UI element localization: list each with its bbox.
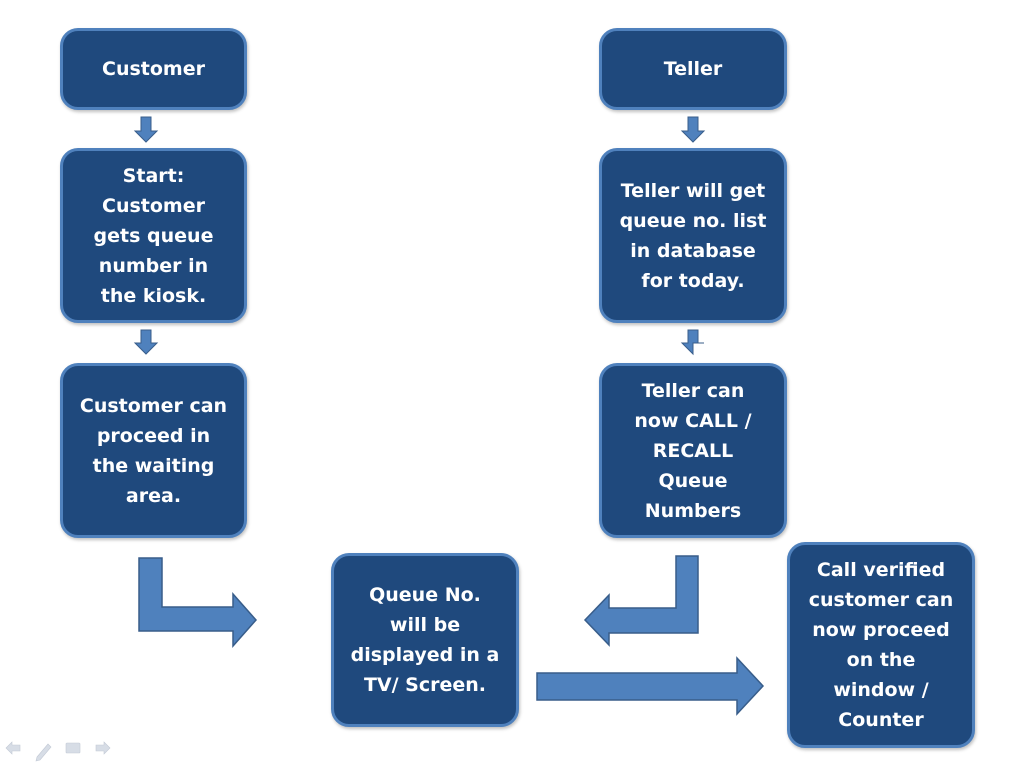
bent-arrow-wait-to-display xyxy=(138,557,258,648)
customer-start-label: Start: Customer gets queue number in the… xyxy=(93,164,214,307)
down-arrow-teller-to-list xyxy=(680,116,706,143)
teller-get-list-label: Teller will get queue no. list in databa… xyxy=(619,179,767,292)
teller-call-box: Teller can now CALL / RECALL Queue Numbe… xyxy=(599,363,787,538)
queue-display-label: Queue No. will be displayed in a TV/ Scr… xyxy=(350,584,500,696)
bent-arrow-call-to-display xyxy=(583,555,699,647)
forward-arrow-icon[interactable] xyxy=(95,741,111,755)
customer-header-label: Customer xyxy=(102,58,205,80)
down-arrow-customer-to-start xyxy=(133,116,159,143)
back-arrow-icon[interactable] xyxy=(5,741,21,755)
right-arrow-display-to-final xyxy=(536,656,765,716)
customer-wait-label: Customer can proceed in the waiting area… xyxy=(79,394,228,507)
slide-nav xyxy=(5,741,111,762)
queue-display-box: Queue No. will be displayed in a TV/ Scr… xyxy=(331,553,519,727)
teller-get-list-box: Teller will get queue no. list in databa… xyxy=(599,148,787,323)
slide-menu-icon[interactable] xyxy=(65,742,81,754)
teller-header-box: Teller xyxy=(599,28,787,110)
teller-header-label: Teller xyxy=(663,58,723,80)
pen-icon[interactable] xyxy=(35,743,52,762)
down-arrow-start-to-wait xyxy=(133,329,159,355)
teller-call-label: Teller can now CALL / RECALL Queue Numbe… xyxy=(634,379,752,522)
final-step-box: Call verified customer can now proceed o… xyxy=(787,542,975,748)
customer-wait-box: Customer can proceed in the waiting area… xyxy=(60,363,247,538)
customer-header-box: Customer xyxy=(60,28,247,110)
customer-start-box: Start: Customer gets queue number in the… xyxy=(60,148,247,323)
final-step-label: Call verified customer can now proceed o… xyxy=(808,559,954,731)
down-arrow-list-to-call xyxy=(680,329,704,356)
